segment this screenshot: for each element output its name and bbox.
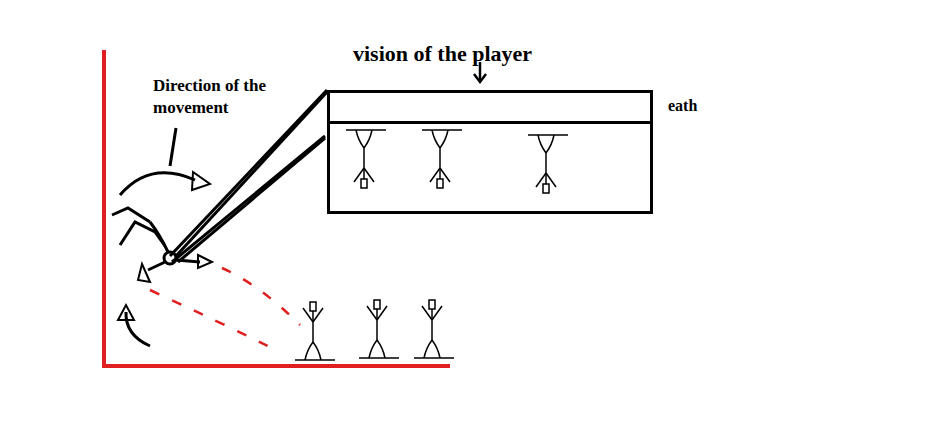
- player-figure: [112, 90, 327, 282]
- vision-box: vision of the player: [327, 90, 653, 214]
- inverted-figures: [346, 130, 568, 193]
- movement-label: Direction of the movement: [153, 75, 298, 119]
- ground-line: [102, 364, 450, 368]
- sky-band: [330, 121, 650, 124]
- ground-figures: [295, 300, 454, 360]
- box-heading: vision of the player: [353, 41, 532, 67]
- movement-arrow: [118, 128, 210, 346]
- earth-label: eath: [668, 97, 697, 115]
- sight-lines: [150, 268, 300, 348]
- wall-line: [102, 50, 106, 367]
